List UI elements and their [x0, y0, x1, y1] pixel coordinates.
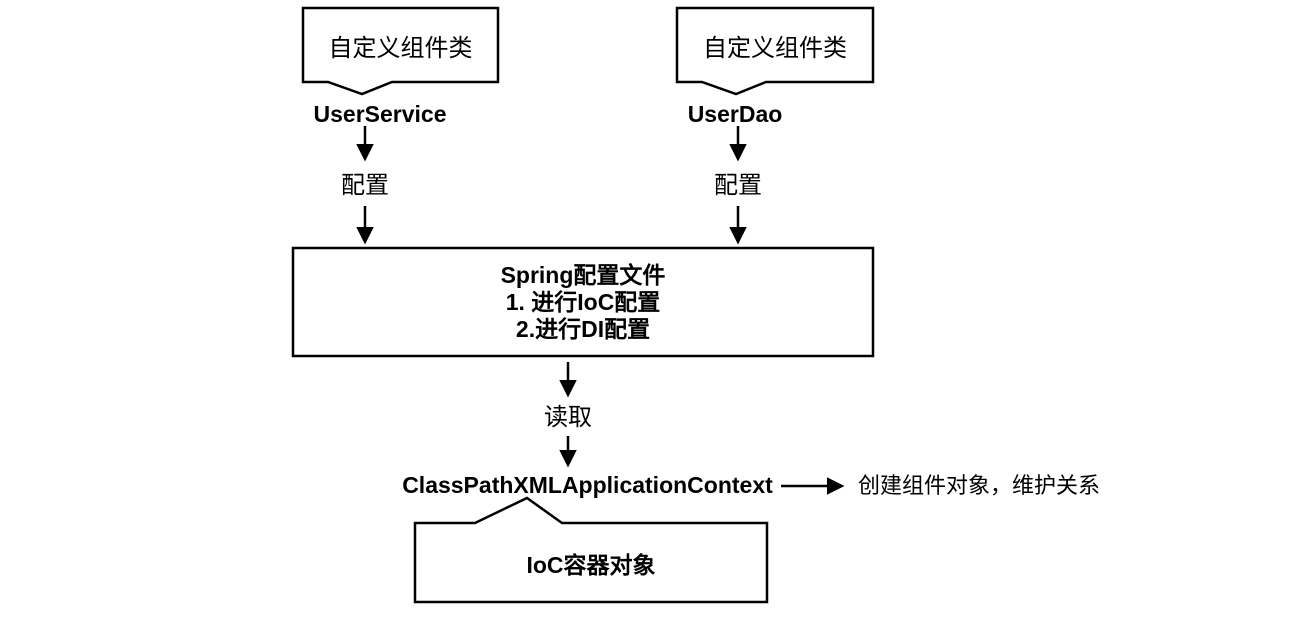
result-label: 创建组件对象，维护关系 [858, 473, 1101, 498]
spring-config-box [291, 246, 875, 358]
spring-config-line3: 2.进行DI配置 [515, 315, 651, 342]
custom-component-label-left: 自定义组件类 [328, 35, 473, 62]
custom-component-label-right: 自定义组件类 [703, 35, 847, 62]
callout-box-userservice [301, 6, 500, 96]
context-class-name: ClassPathXMLApplicationContext [402, 471, 773, 498]
spring-config-line2: 1. 进行IoC配置 [505, 288, 661, 315]
callout-box-userdao [675, 6, 875, 96]
class-name-userdao: UserDao [687, 100, 783, 127]
spring-config-text: Spring配置文件 1. 进行IoC配置 2.进行DI配置 [293, 248, 873, 356]
spring-config-line1: Spring配置文件 [500, 261, 666, 288]
config-label-left: 配置 [341, 172, 389, 199]
ioc-container-label: IoC容器对象 [526, 551, 656, 578]
class-name-userservice: UserService [313, 100, 447, 127]
callout-box-ioc-container [413, 496, 769, 604]
read-label: 读取 [544, 404, 592, 431]
config-label-right: 配置 [714, 172, 762, 199]
